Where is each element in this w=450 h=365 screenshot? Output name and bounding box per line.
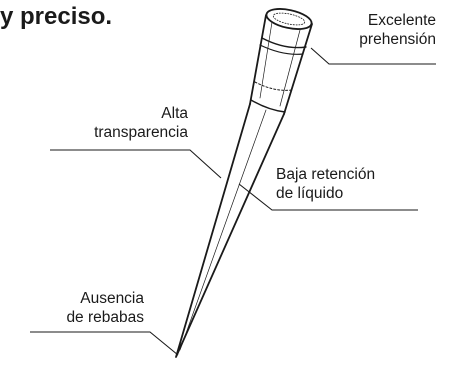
leader-burrs [30, 331, 179, 356]
callout-retention: Baja retención de líquido [276, 165, 406, 203]
heading: y preciso. [0, 3, 113, 30]
callout-retention-line2: de líquido [276, 185, 344, 202]
collar-ring-2 [259, 44, 304, 55]
callout-grip: Excelente prehensión [336, 11, 436, 49]
grip-texture [272, 12, 306, 26]
callout-burrs: Ausencia de rebabas [30, 289, 144, 327]
collar-ring-4 [250, 99, 286, 113]
callout-burrs-line1: Ausencia [80, 290, 144, 307]
callout-retention-line1: Baja retención [276, 166, 376, 183]
tip-cone [175, 103, 285, 358]
callout-transparency-line1: Alta [161, 105, 188, 122]
tip-collar [249, 14, 313, 115]
tip-opening [265, 8, 313, 30]
collar-ring-1 [261, 37, 307, 49]
callout-grip-line1: Excelente [367, 12, 436, 29]
leader-transparency [50, 149, 222, 179]
leader-lines [30, 47, 436, 356]
callout-transparency-line2: transparencia [94, 124, 188, 141]
callout-burrs-line2: de rebabas [66, 309, 144, 326]
leader-retention [238, 183, 418, 211]
leader-grip [310, 47, 436, 65]
pipette-tip-illustration [175, 8, 313, 358]
callout-transparency: Alta transparencia [50, 104, 188, 142]
cone-inner-line [179, 109, 267, 351]
collar-inner-line [259, 21, 301, 107]
callout-grip-line2: prehensión [359, 31, 436, 48]
collar-ring-3 [254, 81, 293, 91]
